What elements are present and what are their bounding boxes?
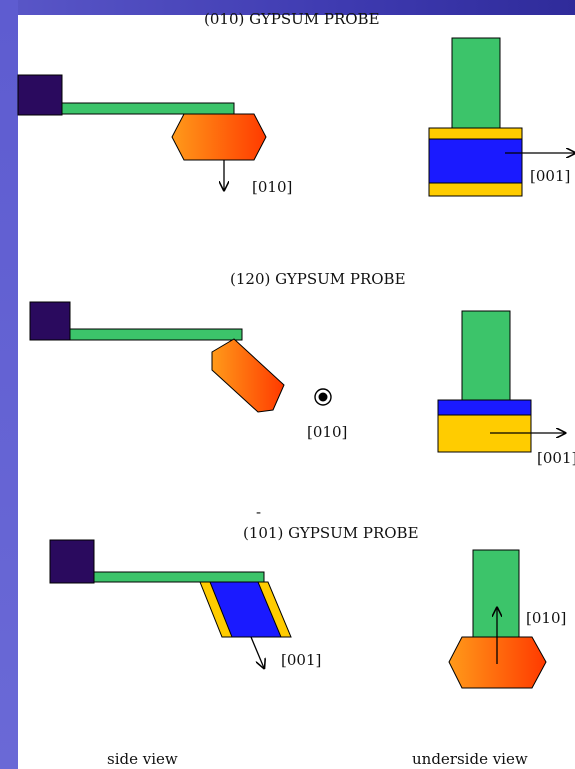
crystal-blue-layer (437, 399, 532, 416)
label-010-dot: [010] (307, 423, 348, 441)
cantilever-arm (69, 328, 243, 341)
arm-underside (472, 549, 520, 638)
probe-101-side-view (49, 539, 292, 668)
arm-underside (461, 310, 511, 401)
title-010-gypsum-probe: (010) GYPSUM PROBE (204, 10, 380, 28)
holder-block (17, 74, 63, 116)
label-010-side: [010] (252, 178, 293, 196)
crystal-blue-layer (428, 138, 523, 184)
probe-010-underside-view (428, 37, 575, 197)
background-left-strip (0, 0, 18, 769)
probe-010-side-view (17, 74, 267, 190)
holder-block (29, 301, 71, 341)
probe-tip (211, 338, 285, 413)
title-101-gypsum-probe: (101) GYPSUM PROBE (243, 524, 419, 542)
label-001-side: [001] (281, 651, 322, 669)
probe-120-underside-view (437, 310, 565, 453)
probe-120-side-view (29, 301, 332, 413)
label-010-underside: [010] (526, 609, 567, 627)
direction-arrow-001 (250, 636, 264, 668)
title-120-gypsum-probe: (120) GYPSUM PROBE (230, 270, 406, 288)
probe-tip (171, 113, 267, 161)
title-101-overbar: - (256, 503, 262, 521)
probe-101-underside-view (448, 549, 547, 689)
direction-dot-inner (318, 392, 328, 402)
label-001-underside: [001] (537, 449, 575, 467)
holder-block (49, 539, 95, 584)
cantilever-arm (93, 571, 265, 583)
cantilever-arm (61, 102, 235, 115)
arm-underside (451, 37, 501, 129)
caption-underside-view: underside view (412, 750, 528, 768)
crystal-blue-layer (209, 581, 282, 638)
label-001-underside: [001] (530, 167, 571, 185)
caption-side-view: side view (107, 750, 178, 768)
